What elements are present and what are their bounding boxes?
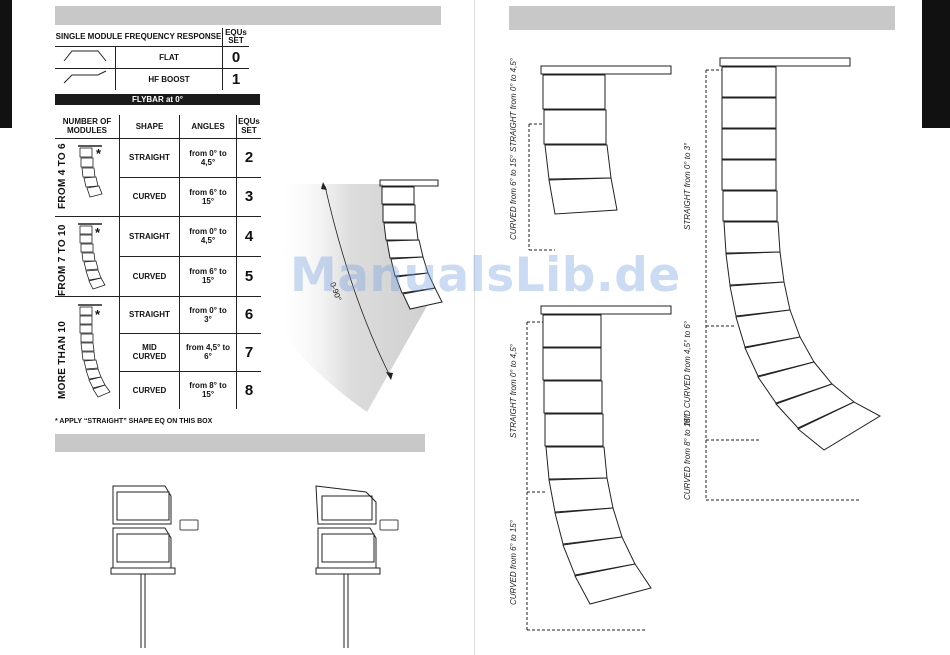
label-b-straight: STRAIGHT from 0° to 4,5° <box>509 344 518 438</box>
angles-cell: from 6° to 15° <box>179 176 237 217</box>
section-bar-top-left <box>55 6 441 25</box>
col-angles: ANGLES <box>179 115 237 139</box>
left-page-tab <box>0 0 12 128</box>
shape-cell: CURVED <box>119 370 180 409</box>
shape-cell: CURVED <box>119 255 180 297</box>
freq-eq-header: EQUs SET <box>222 28 249 47</box>
angles-cell: from 0° to 4,5° <box>179 215 237 257</box>
flat-response-icon <box>55 45 116 69</box>
star-marker: * <box>95 225 101 240</box>
array-12-modules <box>705 57 882 501</box>
group-label-7-to-10: FROM 7 TO 10 <box>57 224 68 296</box>
label-a-curved: CURVED from 6° to 15° <box>509 155 518 240</box>
angles-cell: from 8° to 15° <box>179 370 237 409</box>
flat-eq: 0 <box>222 45 249 69</box>
hf-boost-label: HF BOOST <box>115 67 223 90</box>
label-a-straight: STRAIGHT from 0° to 4,5° <box>509 58 518 152</box>
stack-diagram-flat <box>110 485 199 648</box>
mini-array-icon-more-than-10 <box>78 304 111 398</box>
shape-cell: STRAIGHT <box>119 137 180 178</box>
shape-cell: STRAIGHT <box>119 295 180 334</box>
page-spine <box>474 0 475 655</box>
eq-cell: 6 <box>236 295 261 334</box>
footnote: * APPLY “STRAIGHT” SHAPE EQ ON THIS BOX <box>55 418 213 425</box>
section-bar-bottom-left <box>55 434 425 452</box>
array-4-modules <box>528 65 672 251</box>
label-c-straight: STRAIGHT from 0° to 3° <box>683 142 692 230</box>
shape-cell: MID CURVED <box>119 332 180 372</box>
col-number-of-modules: NUMBER OF MODULES <box>55 115 120 139</box>
eq-preset-table: NUMBER OF MODULES SHAPE ANGLES EQUs SET … <box>55 115 261 409</box>
watermark: ManualsLib.de <box>290 248 681 303</box>
eq-cell: 8 <box>236 370 261 409</box>
angles-cell: from 0° to 3° <box>179 295 237 334</box>
col-eq-set: EQUs SET <box>236 115 261 139</box>
frequency-response-table: SINGLE MODULE FREQUENCY RESPONSE EQUs SE… <box>55 28 249 90</box>
group-label-more-than-10: MORE THAN 10 <box>57 320 68 399</box>
shape-cell: CURVED <box>119 176 180 217</box>
right-page-tab <box>922 0 950 128</box>
flybar-heading: FLYBAR at 0° <box>55 94 260 105</box>
mini-array-icon-7-to-10 <box>78 223 106 290</box>
eq-cell: 4 <box>236 215 261 257</box>
col-shape: SHAPE <box>119 115 180 139</box>
star-marker: * <box>96 146 102 161</box>
label-b-curved: CURVED from 6° to 15° <box>509 520 518 605</box>
hf-boost-response-icon <box>55 67 116 90</box>
angles-cell: from 6° to 15° <box>179 255 237 297</box>
array-8-modules <box>526 305 672 631</box>
label-c-curved: CURVED from 8° to 15° <box>683 415 692 500</box>
star-marker: * <box>95 307 101 322</box>
shape-cell: STRAIGHT <box>119 215 180 257</box>
freq-table-header: SINGLE MODULE FREQUENCY RESPONSE <box>55 28 223 47</box>
angles-cell: from 4,5° to 6° <box>179 332 237 372</box>
section-bar-top-right <box>509 6 895 30</box>
label-c-mid-curved: MID CURVED from 4,5° to 6° <box>683 320 692 425</box>
flat-label: FLAT <box>115 45 223 69</box>
group-label-4-to-6: FROM 4 TO 6 <box>57 143 68 209</box>
eq-cell: 2 <box>236 137 261 178</box>
center-array-drawing <box>379 179 443 310</box>
hf-boost-eq: 1 <box>222 67 249 90</box>
mini-array-icon-4-to-6 <box>78 145 103 198</box>
angles-cell: from 0° to 4,5° <box>179 137 237 178</box>
stack-diagram-tilted <box>315 485 399 648</box>
